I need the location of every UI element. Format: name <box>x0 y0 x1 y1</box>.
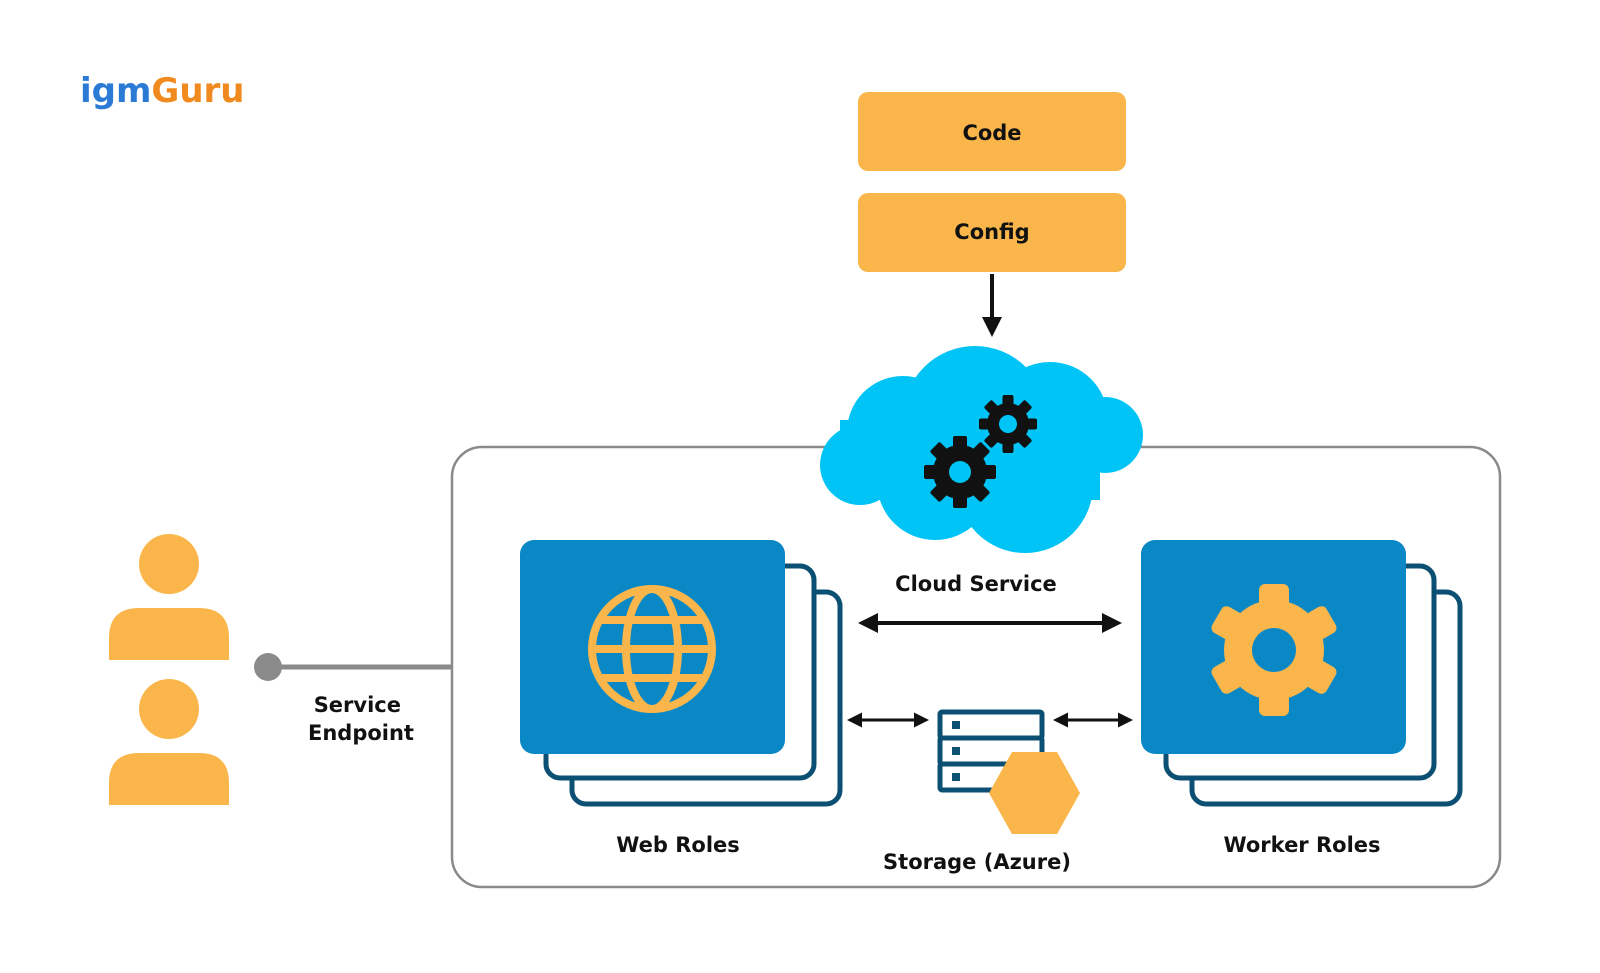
code-box: Code <box>858 92 1126 171</box>
hexagon-icon <box>989 752 1080 834</box>
user-icon <box>109 534 229 660</box>
gear-icon <box>1211 584 1337 716</box>
service-endpoint-line1: Service <box>314 693 401 717</box>
cloud-service-label: Cloud Service <box>895 572 1057 596</box>
worker-roles-label: Worker Roles <box>1223 833 1380 857</box>
users-icon <box>109 534 229 805</box>
logo: igmGuru <box>80 71 245 111</box>
code-label: Code <box>962 121 1021 145</box>
web-roles-stack <box>520 540 843 807</box>
web-roles-label: Web Roles <box>616 833 740 857</box>
logo-part-guru: Guru <box>151 71 244 111</box>
cloud-service-icon <box>820 346 1143 553</box>
storage-label: Storage (Azure) <box>883 850 1071 874</box>
worker-roles-stack <box>1141 540 1463 807</box>
service-endpoint-label: Service Endpoint <box>308 693 414 745</box>
config-label: Config <box>954 220 1029 244</box>
user-icon <box>109 679 229 805</box>
config-box: Config <box>858 193 1126 272</box>
gears-icon <box>924 395 1037 508</box>
globe-icon <box>588 585 716 713</box>
logo-part-igm: igm <box>80 71 151 111</box>
storage-icon <box>937 709 1080 834</box>
service-endpoint-dot <box>254 653 282 681</box>
service-endpoint-line2: Endpoint <box>308 721 414 745</box>
